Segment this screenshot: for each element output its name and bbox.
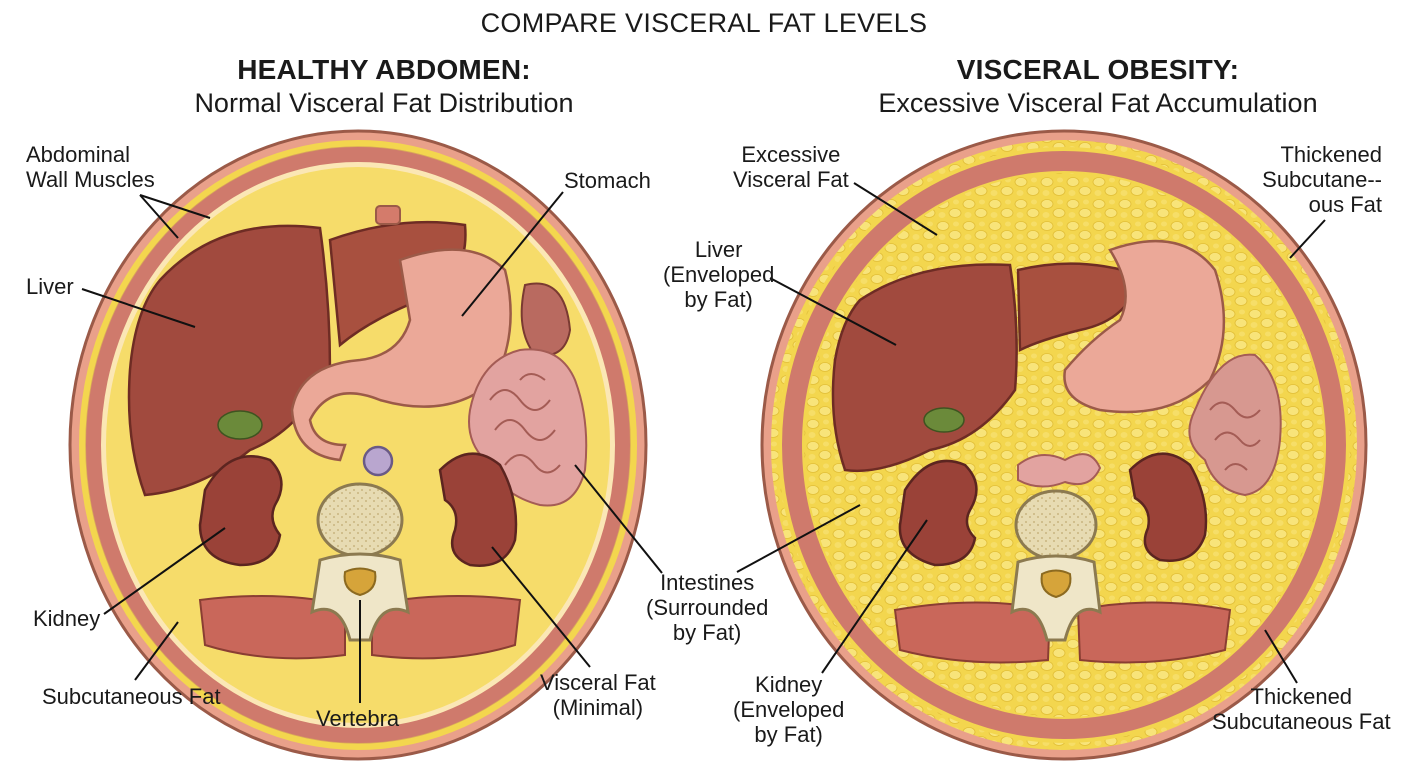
right-back-muscle-left bbox=[893, 601, 1052, 664]
page-title: COMPARE VISCERAL FAT LEVELS bbox=[480, 8, 928, 38]
right-kidney-right bbox=[1128, 452, 1208, 562]
left-panel-title: HEALTHY ABDOMEN: Normal Visceral Fat Dis… bbox=[104, 54, 664, 119]
label-liver-enveloped: Liver (Enveloped by Fat) bbox=[663, 237, 775, 312]
right-subheading: Excessive Visceral Fat Accumulation bbox=[878, 88, 1318, 118]
label-thickened-subcutaneous-fat-top: Thickened Subcutane-- ous Fat bbox=[1262, 142, 1382, 217]
label-intestines: Intestines (Surrounded by Fat) bbox=[646, 570, 769, 645]
right-kidney-left bbox=[898, 459, 978, 567]
right-vertebra bbox=[1010, 489, 1102, 642]
left-abdominal-wall-muscle bbox=[86, 147, 630, 743]
left-kidney-left bbox=[198, 455, 283, 567]
label-subcutaneous-fat: Subcutaneous Fat bbox=[42, 684, 221, 709]
label-visceral-fat-minimal: Visceral Fat (Minimal) bbox=[540, 670, 656, 720]
left-vertebra bbox=[310, 482, 410, 642]
right-gallbladder bbox=[923, 407, 965, 433]
label-vertebra: Vertebra bbox=[316, 706, 400, 731]
left-back-muscle-left bbox=[198, 595, 346, 660]
left-aorta bbox=[362, 445, 394, 477]
label-liver-left: Liver bbox=[26, 274, 74, 299]
obesity-cross-section bbox=[760, 129, 1368, 761]
left-gallbladder bbox=[217, 410, 263, 440]
leader-lines bbox=[81, 182, 1326, 703]
label-thickened-subcutaneous-fat-bottom: Thickened Subcutaneous Fat bbox=[1212, 684, 1391, 734]
right-panel-title: VISCERAL OBESITY: Excessive Visceral Fat… bbox=[818, 54, 1378, 119]
right-liver bbox=[831, 263, 1018, 473]
left-heading: HEALTHY ABDOMEN: bbox=[237, 54, 531, 85]
healthy-cross-section bbox=[68, 129, 648, 761]
left-stomach bbox=[290, 248, 512, 462]
left-liver bbox=[127, 224, 332, 497]
label-kidney-left: Kidney bbox=[33, 606, 101, 631]
left-subheading: Normal Visceral Fat Distribution bbox=[194, 88, 574, 118]
right-intestines bbox=[1017, 353, 1282, 497]
label-excessive-visceral-fat: Excessive Visceral Fat bbox=[733, 142, 849, 192]
right-abdominal-wall-muscle bbox=[782, 151, 1346, 739]
right-heading: VISCERAL OBESITY: bbox=[956, 54, 1240, 85]
label-abdominal-wall-muscles: Abdominal Wall Muscles bbox=[26, 142, 155, 192]
right-back-muscle-right bbox=[1076, 601, 1232, 664]
right-stomach bbox=[1063, 239, 1226, 414]
label-kidney-enveloped: Kidney (Enveloped by Fat) bbox=[733, 672, 845, 747]
label-stomach: Stomach bbox=[564, 168, 651, 193]
